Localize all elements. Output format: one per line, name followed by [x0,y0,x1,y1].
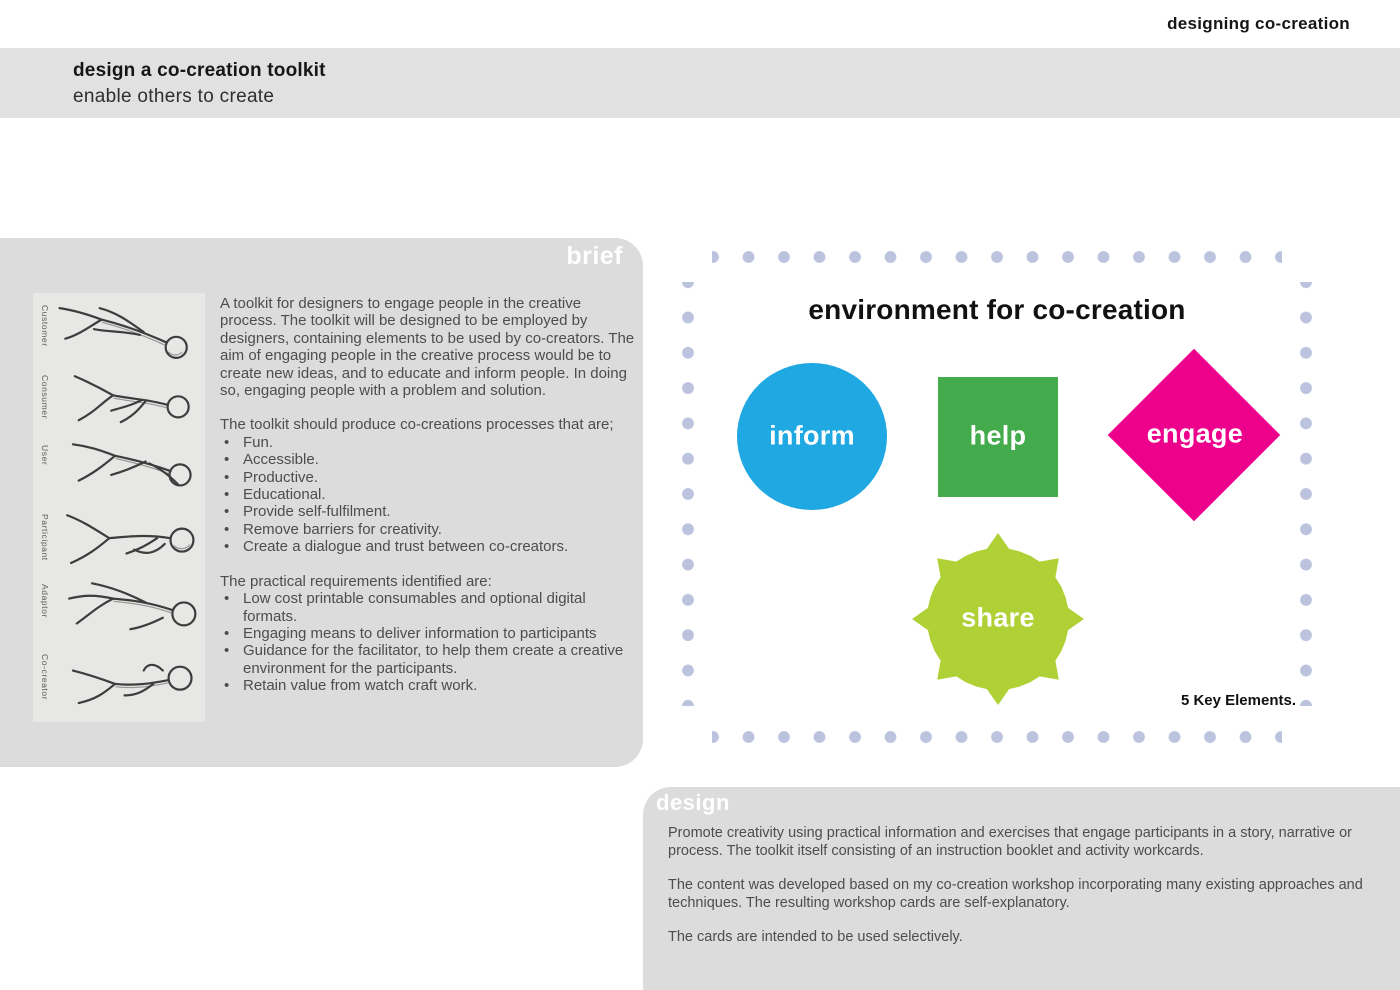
stick-figure-adaptor-sketch [68,582,197,631]
brief-list1: Fun. Accessible. Productive. Educational… [220,434,636,556]
design-paragraph: Promote creativity using practical infor… [668,825,1352,859]
header-band: design a co-creation toolkit enable othe… [0,48,1400,118]
share-label: share [961,602,1035,633]
stick-figure-participant-sketch [66,514,195,565]
list-item: Accessible. [220,451,636,469]
brief-panel-label: brief [566,242,623,270]
design-panel-label: design [656,790,730,815]
stick-figure-customer-sketch [58,307,188,359]
persona-label: Customer [40,305,50,347]
inform-label: inform [769,419,855,450]
list-item: Remove barriers for creativity. [220,521,636,539]
persona-label: Consumer [40,374,50,419]
dotted-border-left [682,282,694,706]
help-label: help [969,420,1027,451]
brief-list1-intro: The toolkit should produce co-creations … [220,416,614,434]
brief-panel: brief Customer Consumer [0,238,643,767]
persona-label: Participant [40,514,50,562]
stick-figure-consumer-sketch [73,374,190,424]
list-item: Educational. [220,486,636,504]
persona-row-participant: Participant [35,508,203,576]
stick-figure-user-sketch [71,442,192,487]
engage-label: engage [1146,418,1244,449]
engage-diamond-shape: engage [1107,348,1281,522]
persona-row-adaptor: Adaptor [35,578,203,646]
brief-text: A toolkit for designers to engage people… [220,295,636,695]
share-star [912,533,1084,705]
brief-paragraph: A toolkit for designers to engage people… [220,295,635,400]
persona-label: Adaptor [40,584,50,619]
design-paragraph: The cards are intended to be used select… [668,929,963,945]
stick-figure-cocreator-sketch [71,663,193,705]
design-paragraph: The content was developed based on my co… [668,877,1363,911]
persona-label: User [40,444,50,465]
brief-list2: Low cost printable consumables and optio… [220,590,636,695]
list-item: Create a dialogue and trust between co-c… [220,538,636,556]
list-item: Retain value from watch craft work. [220,677,636,695]
page-subtitle: enable others to create [73,86,275,107]
page-brand: designing co-creation [1167,14,1350,33]
persona-row-user: User [35,439,203,507]
dotted-border-top [712,251,1282,263]
dotted-border-bottom [712,731,1282,743]
persona-row-cocreator: Co-creator [35,648,203,716]
list-item: Provide self-fulfilment. [220,503,636,521]
dotted-border-right [1300,282,1312,706]
persona-row-customer: Customer [35,299,203,367]
environment-panel: environment for co-creation inform help … [676,244,1318,744]
environment-title: environment for co-creation [808,294,1186,325]
persona-label: Co-creator [40,653,50,701]
list-item: Guidance for the facilitator, to help th… [220,642,636,677]
design-text: Promote creativity using practical infor… [668,825,1368,964]
help-square-shape: help [938,377,1058,497]
list-item: Fun. [220,434,636,452]
persona-row-consumer: Consumer [35,369,203,437]
design-panel: design Promote creativity using practica… [643,787,1400,990]
page-title: design a co-creation toolkit [73,60,326,81]
inform-circle-shape: inform [737,363,887,510]
list-item: Engaging means to deliver information to… [220,625,636,643]
brief-list2-intro: The practical requirements identified ar… [220,572,492,590]
key-elements-caption: 5 Key Elements. [1180,692,1296,709]
list-item: Productive. [220,469,636,487]
persona-sketches: Customer Consumer [33,293,205,722]
list-item: Low cost printable consumables and optio… [220,590,636,625]
share-star-shape: share [912,533,1084,705]
